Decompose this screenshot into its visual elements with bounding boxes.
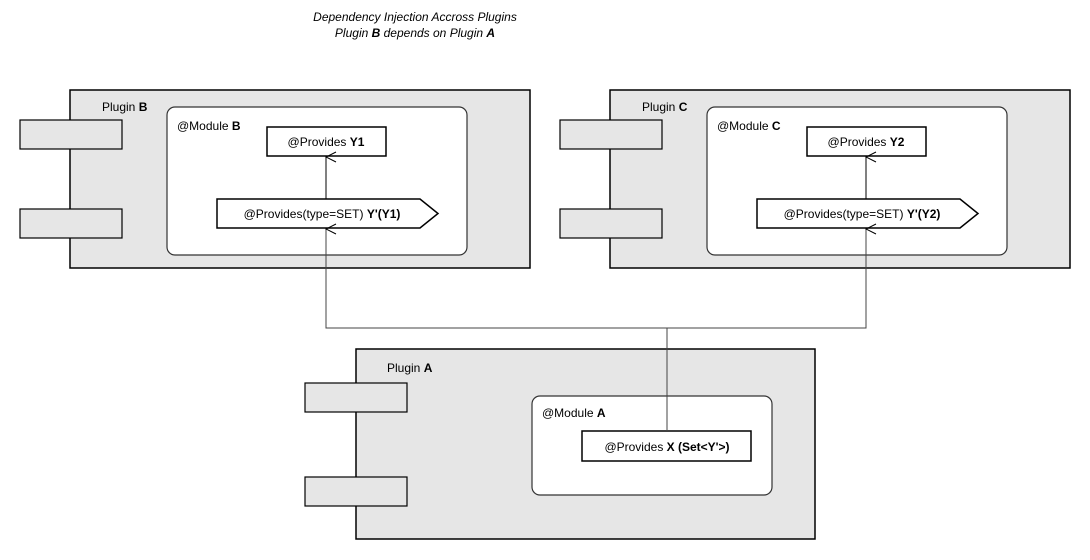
connector-a-to-b bbox=[326, 229, 668, 431]
plugin-b-port-bottom bbox=[19, 208, 123, 239]
plugin-b-port-top bbox=[19, 119, 123, 150]
plugin-c-label: Plugin C bbox=[642, 100, 688, 114]
plugin-c-component: Plugin C @Module C @Provides Y2 @Provide… bbox=[559, 89, 1071, 269]
provides-set-y2-label: @Provides(type=SET) Y'(Y2) bbox=[784, 207, 941, 221]
diagram-title-line1: Dependency Injection Accross Plugins bbox=[313, 10, 517, 24]
provides-set-y2-shape bbox=[756, 198, 980, 229]
provides-y2-box bbox=[806, 126, 927, 157]
diagram-title-line2: Plugin B depends on Plugin A bbox=[335, 26, 495, 40]
module-c-label: @Module C bbox=[717, 119, 781, 133]
provides-y1-box bbox=[266, 126, 387, 157]
plugin-b-label: Plugin B bbox=[102, 100, 148, 114]
plugin-a-port-top bbox=[304, 382, 408, 413]
module-a-label: @Module A bbox=[542, 406, 606, 420]
provides-x-label: @Provides X (Set<Y'>) bbox=[604, 440, 729, 454]
plugin-c-port-bottom bbox=[559, 208, 663, 239]
provides-set-y1-shape bbox=[216, 198, 440, 229]
plugin-a-label: Plugin A bbox=[387, 361, 433, 375]
provides-set-y1-label: @Provides(type=SET) Y'(Y1) bbox=[244, 207, 401, 221]
plugin-a-port-bottom bbox=[304, 476, 408, 507]
plugin-a-component: Plugin A @Module A @Provides X (Set<Y'>) bbox=[304, 348, 816, 540]
provides-y1-label: @Provides Y1 bbox=[288, 135, 365, 149]
connector-a-to-c bbox=[667, 229, 866, 329]
plugin-b-component: Plugin B @Module B @Provides Y1 @Provide… bbox=[19, 89, 531, 269]
provides-y2-label: @Provides Y2 bbox=[828, 135, 905, 149]
plugin-c-port-top bbox=[559, 119, 663, 150]
module-b-label: @Module B bbox=[177, 119, 241, 133]
provides-x-box bbox=[581, 430, 752, 462]
